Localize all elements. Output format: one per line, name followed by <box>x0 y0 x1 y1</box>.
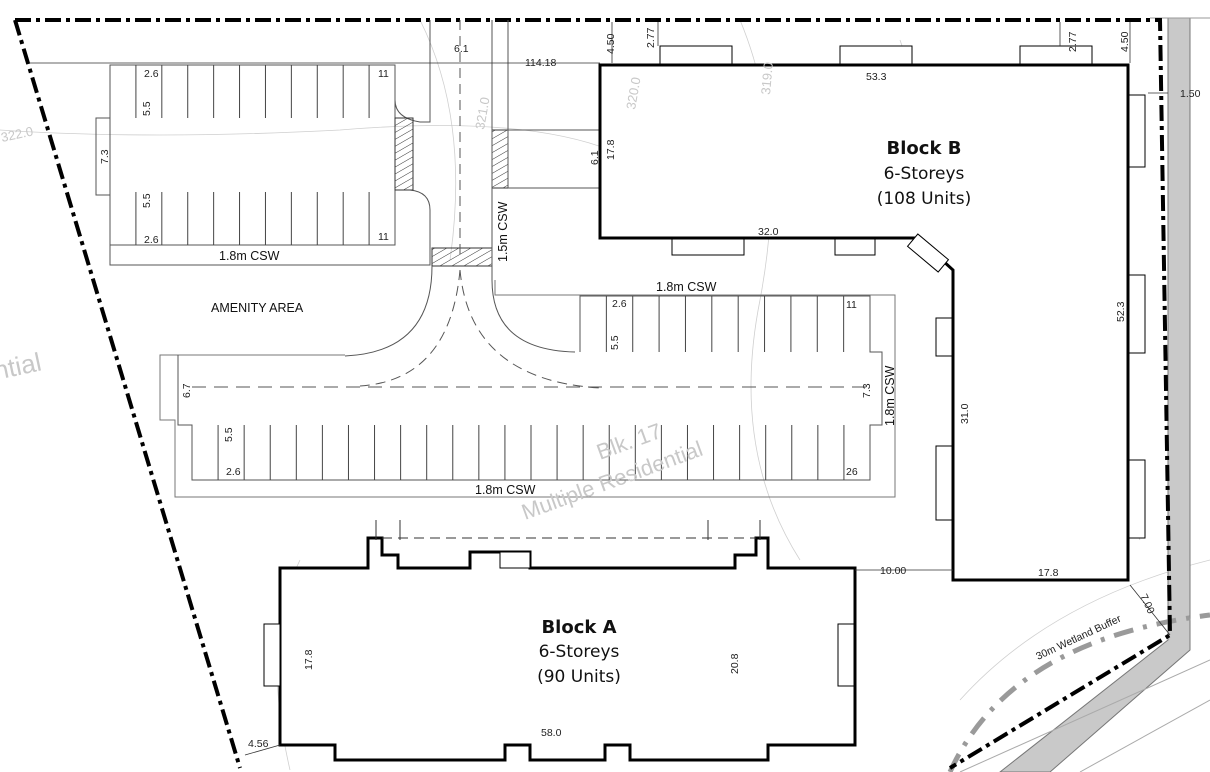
dim-20-8: 20.8 <box>729 653 741 674</box>
block-b-label: Block B 6-Storeys (108 Units) <box>877 138 972 209</box>
csw-vertical-right-label: 1.8m CSW <box>883 365 897 426</box>
csw-vertical-left-label: 1.5m CSW <box>496 201 510 262</box>
crosswalk-hatch <box>491 129 509 189</box>
north-parking-stalls-south <box>135 192 370 245</box>
stall-count-label: 26 <box>846 466 858 478</box>
dim-31-0: 31.0 <box>959 403 971 424</box>
aisle-width-label: 7.3 <box>99 149 111 164</box>
block-a-building <box>263 520 857 762</box>
south-parking-lot <box>177 295 883 481</box>
dimension-lines <box>30 22 1171 756</box>
dim-6-1-top: 6.1 <box>454 43 469 55</box>
dim-6-1-mid: 6.1 <box>589 150 601 165</box>
block-a-title: Block A <box>541 617 616 638</box>
stall-count-label: 11 <box>378 68 389 80</box>
dim-10-00: 10.00 <box>880 565 906 577</box>
dim-4-56: 4.56 <box>248 738 269 750</box>
road <box>959 17 1210 772</box>
block-a-units: (90 Units) <box>537 667 621 687</box>
dim-1-50: 1.50 <box>1180 88 1201 100</box>
block-a-label: Block A 6-Storeys (90 Units) <box>537 617 621 687</box>
crosswalk-hatch <box>431 247 493 267</box>
crosswalk-hatch <box>394 117 414 191</box>
stall-depth-label: 5.5 <box>609 335 621 350</box>
dim-52-3: 52.3 <box>1115 301 1127 322</box>
property-line <box>13 18 1173 770</box>
stall-depth-label: 5.5 <box>223 427 235 442</box>
dim-53-3: 53.3 <box>866 71 887 83</box>
dim-2-77-right: 2.77 <box>1067 31 1079 52</box>
dim-17-8-block-a: 17.8 <box>303 649 315 670</box>
stall-depth-label: 5.5 <box>141 101 153 116</box>
dim-17-8-bottom: 17.8 <box>1038 567 1059 579</box>
dim-7-00: 7.00 <box>1137 592 1157 616</box>
block-b-units: (108 Units) <box>877 189 972 209</box>
amenity-area-label: AMENITY AREA <box>211 301 304 315</box>
dim-114-18: 114.18 <box>525 57 556 69</box>
contour-319: 319.0 <box>758 62 776 96</box>
stall-width-label: 2.6 <box>226 466 241 478</box>
block-a-storeys: 6-Storeys <box>539 642 620 662</box>
dim-4-50-right: 4.50 <box>1119 31 1131 52</box>
stall-count-label: 11 <box>846 299 857 311</box>
stall-width-label: 2.6 <box>144 68 159 80</box>
csw-north-label: 1.8m CSW <box>219 249 280 263</box>
north-parking-stalls <box>135 65 370 118</box>
dim-32-0: 32.0 <box>758 226 779 238</box>
csw-south-label: 1.8m CSW <box>475 483 536 497</box>
driveway <box>344 20 601 389</box>
wetland-buffer-label: 30m Wetland Buffer <box>1034 613 1123 663</box>
contour-322: 322.0 <box>0 123 34 144</box>
north-parking-lot <box>95 20 431 266</box>
stall-depth-label: 5.5 <box>141 193 153 208</box>
stall-width-label: 2.6 <box>144 234 159 246</box>
block-b-building <box>598 45 1146 582</box>
mid-parking-stalls <box>605 296 845 352</box>
contour-321: 321.0 <box>472 96 492 131</box>
dim-4-50-left: 4.50 <box>605 33 617 54</box>
watermark-edge: ntial <box>0 347 44 386</box>
csw-outline <box>159 280 896 498</box>
dim-2-77-left: 2.77 <box>645 27 657 48</box>
block-b-title: Block B <box>887 138 962 159</box>
dim-58-0: 58.0 <box>541 727 562 739</box>
aisle-width-label: 6.7 <box>181 383 193 398</box>
block-b-storeys: 6-Storeys <box>884 164 965 184</box>
south-parking-stalls <box>217 425 845 480</box>
contour-labels: 322.0 320.0 321.0 319.0 <box>0 62 776 145</box>
stall-width-label: 2.6 <box>612 298 627 310</box>
dim-17-8-block-b: 17.8 <box>605 139 617 160</box>
stall-count-label: 11 <box>378 231 389 243</box>
aisle-width-label: 7.3 <box>861 383 873 398</box>
wetland-buffer-line <box>947 612 1210 772</box>
csw-mid-label: 1.8m CSW <box>656 280 717 294</box>
contour-320: 320.0 <box>623 76 643 111</box>
